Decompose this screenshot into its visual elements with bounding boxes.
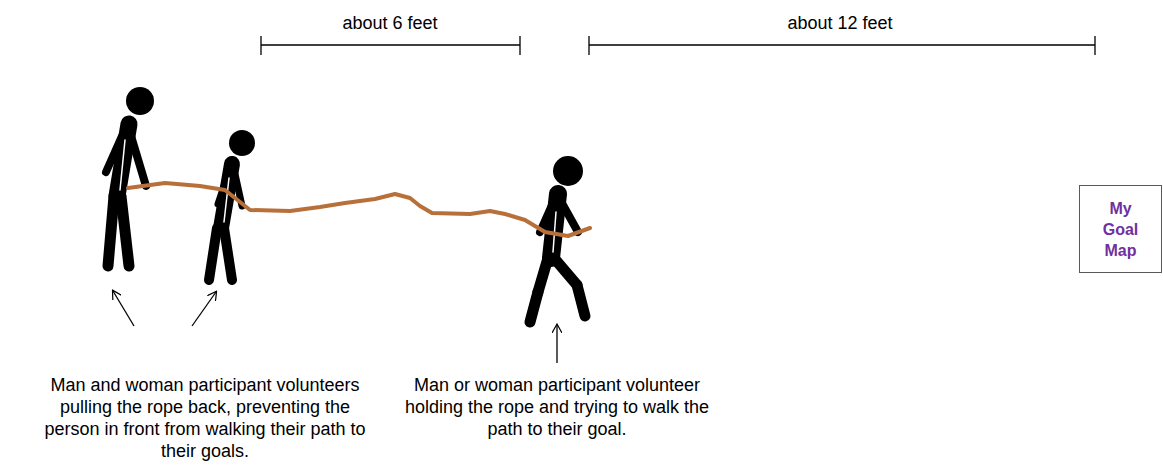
pointer-arrow <box>556 325 557 363</box>
box-text: My Goal Map <box>1098 198 1144 261</box>
stick-figure <box>209 130 255 280</box>
caption-note: Man or woman participant volunteer holdi… <box>402 374 712 440</box>
pointer-arrow <box>192 292 216 326</box>
dimension-bracket <box>589 36 1095 55</box>
dimension-bracket <box>261 36 520 55</box>
goal-box: My Goal Map <box>1079 185 1162 273</box>
rope <box>128 183 590 236</box>
pointer-arrow <box>113 291 134 326</box>
stick-figure <box>106 87 154 266</box>
caption-note: Man and woman participant volunteers pul… <box>30 374 380 462</box>
stick-figure <box>530 156 585 322</box>
dimension-text: about 12 feet <box>740 12 940 34</box>
dimension-text: about 6 feet <box>290 12 490 34</box>
